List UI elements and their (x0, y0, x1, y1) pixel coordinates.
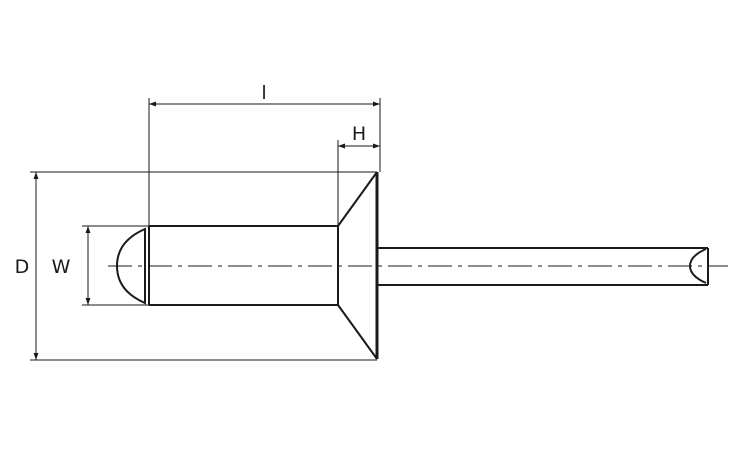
label-head-height: H (352, 123, 366, 145)
rivet-body (148, 225, 339, 306)
label-body-diameter: W (52, 256, 71, 278)
dimension-head-height: H (337, 123, 380, 226)
label-length: l (261, 82, 266, 104)
label-head-diameter: D (15, 256, 30, 278)
dimension-body-diameter: W (52, 225, 149, 306)
mandrel-head (115, 227, 146, 305)
countersunk-head (337, 171, 379, 360)
dimension-head-diameter: D (15, 171, 377, 361)
mandrel-stem (378, 247, 709, 286)
dimension-length: l (148, 82, 381, 226)
